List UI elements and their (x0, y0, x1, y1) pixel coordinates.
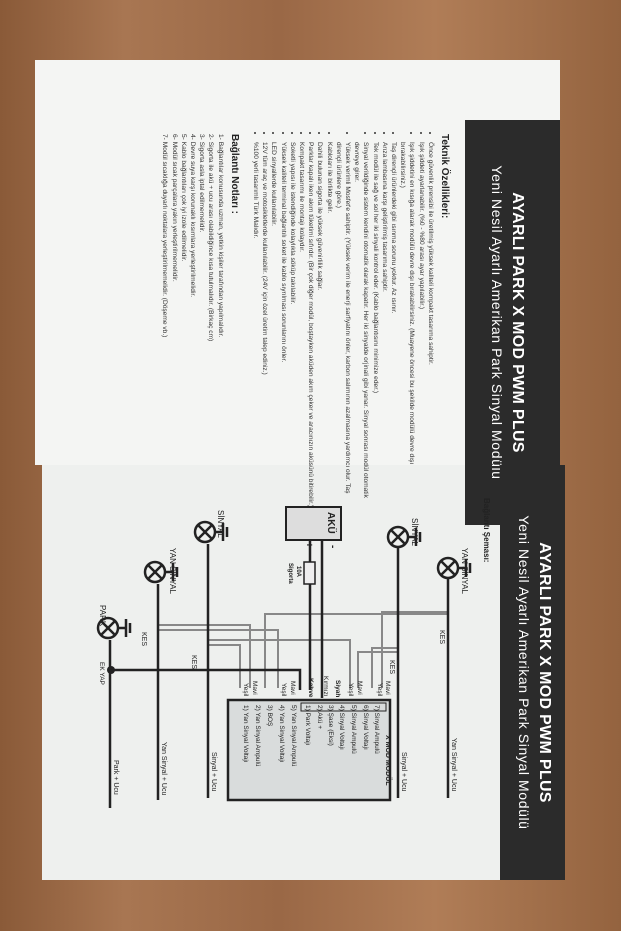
module-pin: 3) Şase (Eksi) (327, 705, 334, 746)
wire-color: Yeşil (280, 683, 287, 697)
cut-label: KES (388, 660, 395, 674)
module-pin: 1) Park Voltajı (304, 705, 311, 746)
battery-box (285, 506, 342, 541)
wire-color: Mavi (384, 681, 391, 695)
lamp-label: SİNYAL (216, 510, 225, 538)
leaflet-page-bottom (42, 465, 502, 880)
wire-color: Siyah (334, 680, 341, 697)
lamp-icon (436, 556, 472, 580)
module-pin: 4) Sinyal Voltajı (338, 705, 345, 750)
fuse-label: Sigorta (287, 563, 293, 584)
lamp-label: SİNYAL (410, 518, 419, 546)
module-pin: 4) Yan Sinyal Voltajı (278, 705, 285, 763)
wire-color: Mavi (356, 681, 363, 695)
wire-end-label: Sinyal + Ucu (210, 752, 217, 792)
wire-end-label: Park + Ucu (112, 760, 119, 795)
gray-wires (158, 611, 448, 688)
lamp-label: PARK (98, 605, 107, 627)
cut-label: KES (190, 655, 197, 669)
plus-label: + (303, 542, 314, 548)
lamp-icon (96, 616, 132, 640)
module-pin: 2) Akü + (316, 705, 323, 729)
wire-color: Yeşil (376, 683, 383, 697)
battery-label: AKÜ (325, 512, 338, 534)
module-pin: 3) BOŞ (266, 705, 273, 727)
splice-label: EK YAP (98, 662, 105, 685)
wire-color: Kırmızı (322, 676, 329, 697)
lamp-label: YAN SİNYAL (168, 548, 177, 594)
splice-point (107, 666, 115, 674)
lamp-icon (386, 525, 422, 549)
cut-label: KES (438, 630, 445, 644)
module-title: X MOD MODÜL (384, 735, 393, 786)
wire-end-label: Sinyal + Ucu (400, 752, 407, 792)
fuse-icon (303, 561, 316, 585)
lamp-label: YAN SİNYAL (460, 548, 469, 594)
lamp-icon (193, 520, 229, 544)
x-mod-module-box (226, 698, 392, 802)
wire-color: Kahve (307, 678, 314, 698)
module-pin: 5) Yan Sinyal Ampulü (290, 705, 297, 767)
wire-color: Mavi (289, 681, 296, 695)
module-pin: 7) Sinyal Ampulü (373, 705, 380, 754)
wire-color: Yeşil (242, 683, 249, 697)
wire-color: Yeşil (347, 683, 354, 697)
fuse-rating: 10A (295, 566, 301, 578)
module-pin: 6) Sinyal Voltajı (362, 705, 369, 750)
module-pin: 2) Yan Sinyal Ampulü (254, 705, 261, 767)
minus-label: - (327, 545, 338, 548)
wire-end-label: Yan Sinyal + Ucu (450, 738, 457, 791)
module-pin: 1) Yan Sinyal Voltajı (242, 705, 249, 763)
module-pin: 5) Sinyal Ampulü (350, 705, 357, 754)
diagram-heading: Bağlantı Şeması: (482, 498, 491, 562)
wire-end-label: Yan Sinyal + Ucu (160, 742, 167, 795)
lamp-icon (143, 560, 179, 584)
wire-color: Mavi (251, 681, 258, 695)
cut-label: KES (140, 632, 147, 646)
